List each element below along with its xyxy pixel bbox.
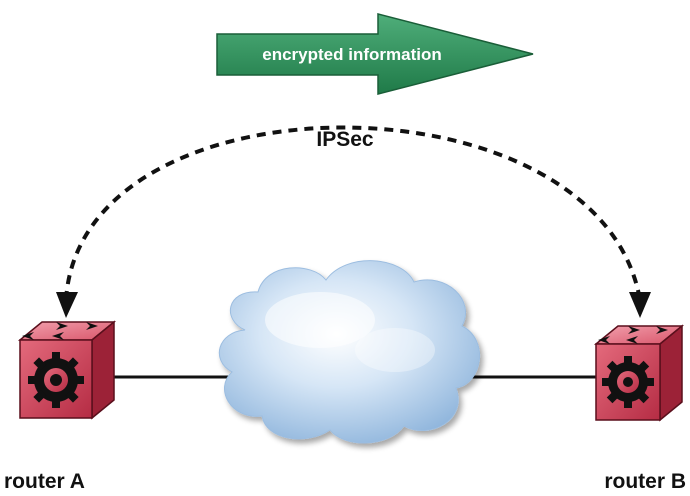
arrowhead-left-icon <box>56 292 78 318</box>
arrow-shape <box>216 13 534 95</box>
gear-icon <box>28 352 84 408</box>
encrypted-information-arrow: encrypted information <box>216 13 534 95</box>
gear-icon <box>602 356 654 408</box>
arrow-label: encrypted information <box>262 45 441 64</box>
router-side-face <box>91 320 115 420</box>
router-a-label: router A <box>4 470 85 493</box>
ipsec-tunnel-arc <box>64 125 642 301</box>
router-arrows-icon <box>598 326 668 344</box>
router-arrows-icon <box>22 322 98 340</box>
network-cloud-icon <box>218 260 481 444</box>
router-b <box>593 324 685 422</box>
ipsec-tunnel: IPSec <box>56 125 651 318</box>
cloud-shape <box>218 260 481 444</box>
router-a <box>17 320 117 420</box>
arrowhead-right-icon <box>629 292 651 318</box>
router-b-label: router B <box>604 470 686 493</box>
ipsec-label: IPSec <box>316 128 374 151</box>
